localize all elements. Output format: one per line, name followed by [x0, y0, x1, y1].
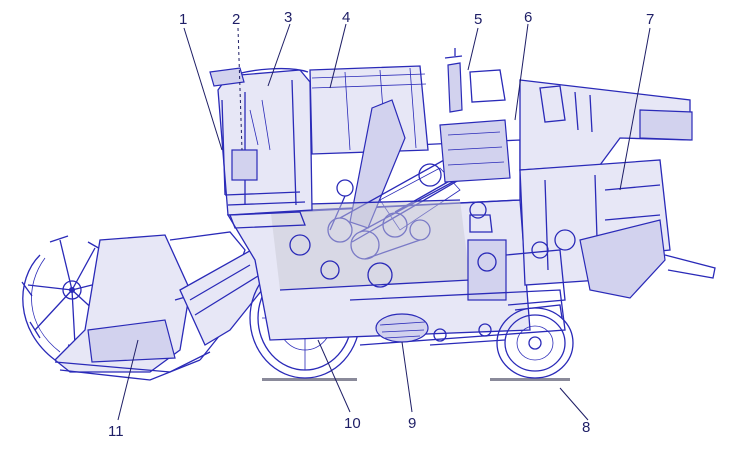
callout-1: 1 [179, 11, 187, 28]
callout-4: 4 [342, 9, 350, 26]
leader-2 [237, 27, 243, 151]
chassis-sieve [349, 289, 566, 346]
cab [209, 67, 313, 229]
leader-5 [467, 27, 479, 71]
ground-marks [262, 378, 570, 381]
leader-3 [267, 23, 291, 87]
rear-section [467, 79, 716, 306]
callout-7: 7 [646, 11, 654, 28]
callout-3: 3 [284, 9, 292, 26]
callout-11: 11 [108, 423, 124, 440]
leader-10 [317, 339, 351, 413]
callout-9: 9 [408, 415, 416, 432]
callout-labels: 1 2 3 4 5 6 7 8 9 10 11 [108, 9, 654, 440]
leader-1 [183, 27, 223, 151]
callout-5: 5 [474, 11, 482, 28]
leader-6 [514, 23, 529, 121]
header-reaper [21, 229, 341, 381]
leader-8 [559, 387, 589, 421]
leader-lines [117, 23, 651, 421]
callout-2: 2 [232, 11, 240, 28]
leader-9 [401, 341, 413, 413]
rear-steer-wheel [496, 304, 574, 379]
callout-6: 6 [524, 9, 532, 26]
leader-11 [117, 339, 139, 421]
exhaust-stack [444, 48, 506, 113]
callout-10: 10 [344, 415, 361, 432]
leader-4 [329, 23, 347, 89]
leader-7 [619, 27, 651, 191]
callout-8: 8 [582, 419, 590, 436]
